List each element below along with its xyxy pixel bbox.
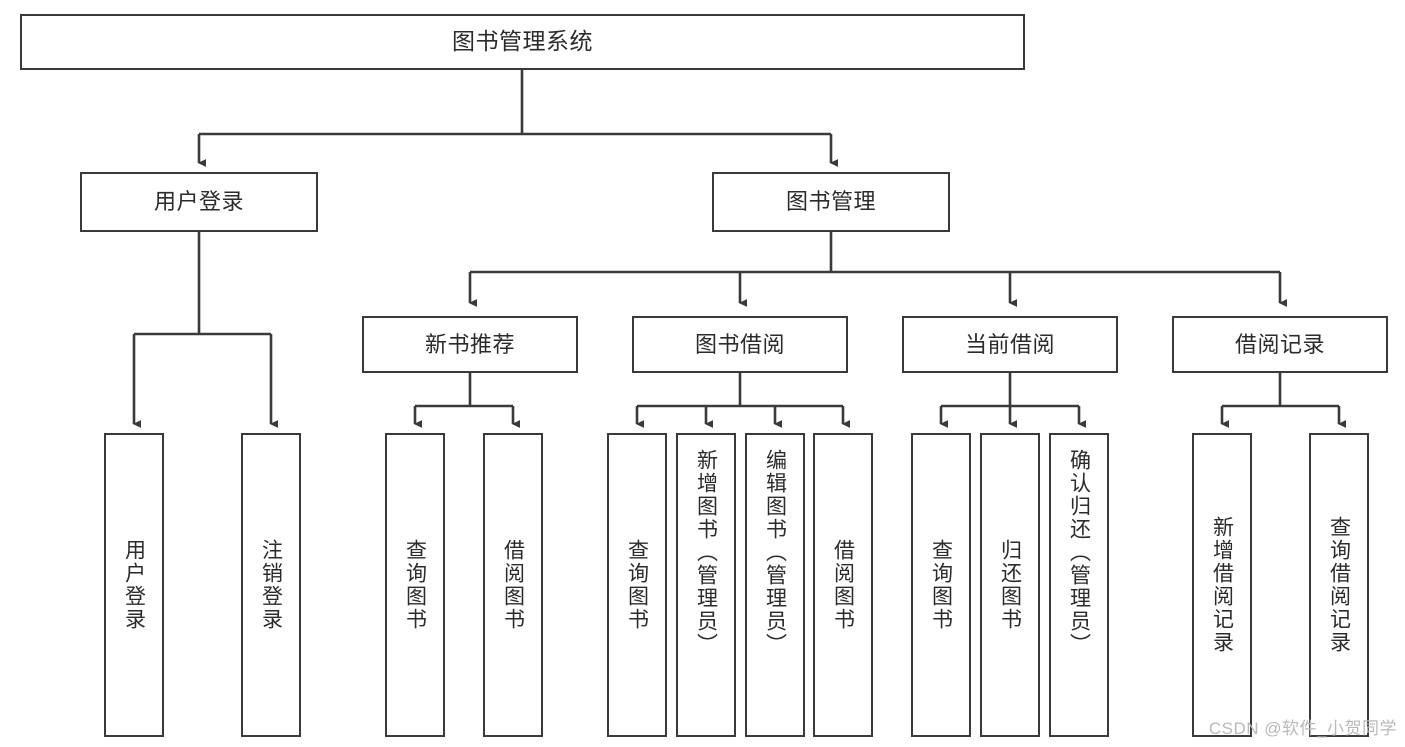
node-label: 借阅图书	[501, 539, 525, 631]
node-leaf-borrow-books-borrowing[interactable]: 借阅图书	[813, 433, 873, 737]
node-label: 编辑图书（管理员）	[763, 449, 787, 656]
node-book-management[interactable]: 图书管理	[712, 172, 950, 232]
node-leaf-borrow-books-recommendation[interactable]: 借阅图书	[483, 433, 543, 737]
node-book-borrowing[interactable]: 图书借阅	[632, 316, 848, 373]
node-label: 图书管理	[785, 189, 876, 215]
watermark-text: CSDN @软件_小贺同学	[1208, 719, 1397, 738]
node-label: 新增图书（管理员）	[694, 449, 718, 656]
node-root-library-management-system[interactable]: 图书管理系统	[20, 14, 1025, 70]
node-label: 查询图书	[625, 539, 649, 631]
node-label: 图书管理系统	[452, 28, 593, 55]
node-user-login[interactable]: 用户登录	[80, 172, 318, 232]
node-leaf-query-books-current[interactable]: 查询图书	[911, 433, 971, 737]
node-label: 新增借阅记录	[1210, 516, 1234, 654]
node-leaf-add-book-admin[interactable]: 新增图书（管理员）	[676, 433, 736, 737]
node-label: 注销登录	[259, 539, 283, 631]
node-label: 归还图书	[998, 539, 1022, 631]
node-leaf-confirm-return-admin[interactable]: 确认归还（管理员）	[1049, 433, 1109, 737]
node-leaf-return-books[interactable]: 归还图书	[980, 433, 1040, 737]
node-label: 查询图书	[929, 539, 953, 631]
node-label: 用户登录	[122, 539, 146, 631]
node-leaf-query-books-borrowing[interactable]: 查询图书	[607, 433, 667, 737]
node-current-borrowing[interactable]: 当前借阅	[902, 316, 1118, 373]
node-leaf-edit-book-admin[interactable]: 编辑图书（管理员）	[745, 433, 805, 737]
node-leaf-add-borrow-record[interactable]: 新增借阅记录	[1192, 433, 1252, 737]
node-borrow-records[interactable]: 借阅记录	[1172, 316, 1388, 373]
node-label: 查询图书	[403, 539, 427, 631]
node-label: 图书借阅	[694, 331, 785, 357]
node-label: 当前借阅	[964, 331, 1055, 357]
node-label: 借阅图书	[831, 539, 855, 631]
node-leaf-logout[interactable]: 注销登录	[241, 433, 301, 737]
node-leaf-query-books-recommendation[interactable]: 查询图书	[385, 433, 445, 737]
node-label: 查询借阅记录	[1327, 516, 1351, 654]
node-label: 新书推荐	[424, 331, 515, 357]
node-label: 用户登录	[153, 189, 244, 215]
node-leaf-user-login[interactable]: 用户登录	[104, 433, 164, 737]
node-new-book-recommendation[interactable]: 新书推荐	[362, 316, 578, 373]
node-label: 确认归还（管理员）	[1067, 449, 1091, 656]
node-label: 借阅记录	[1234, 331, 1325, 357]
node-leaf-query-borrow-record[interactable]: 查询借阅记录	[1309, 433, 1369, 737]
